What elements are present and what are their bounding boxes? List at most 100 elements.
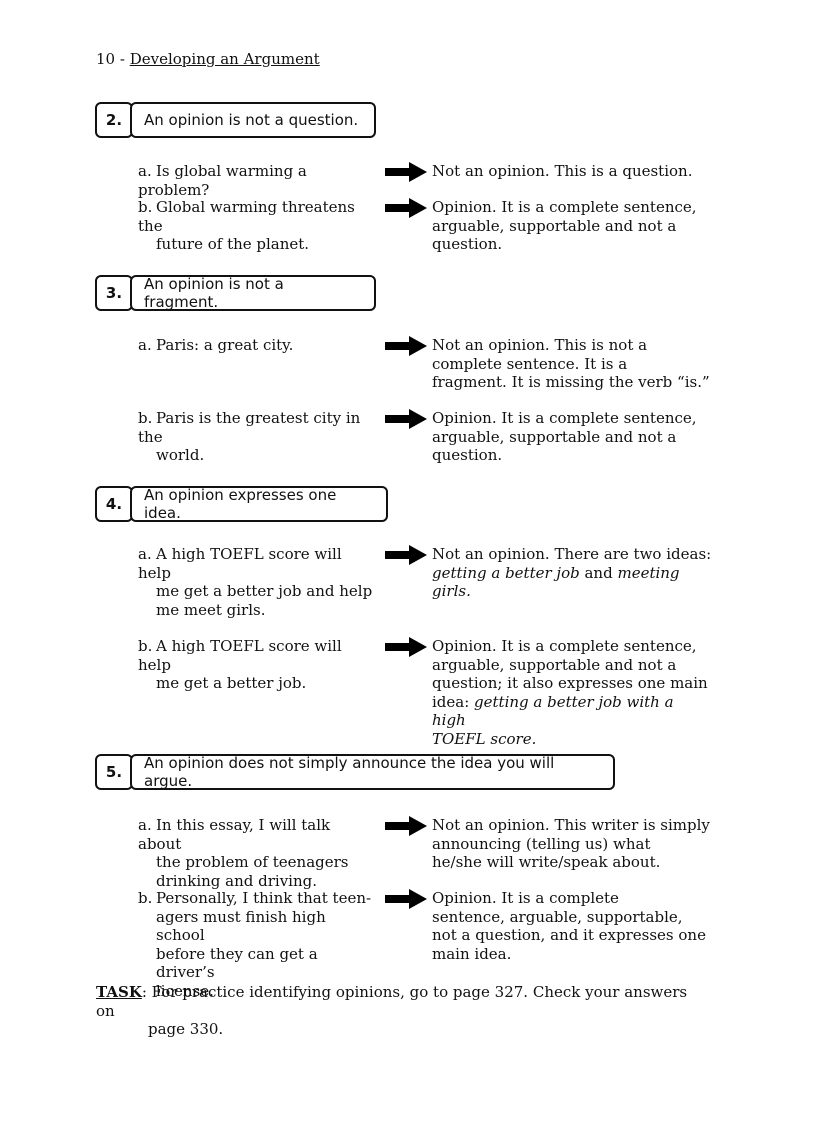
example-right: Not an opinion. This is a question.	[432, 162, 712, 181]
rule-text: An opinion does not simply announce the …	[130, 754, 615, 790]
explanation-line: announcing (telling us) what	[432, 834, 651, 853]
explanation-line: sentence, arguable, supportable,	[432, 907, 683, 926]
task-text: : For practice identifying opinions, go …	[96, 983, 688, 1020]
page-title: Developing an Argument	[129, 50, 320, 68]
explanation-line: Not an opinion. There are two ideas:	[432, 545, 712, 563]
example-right: Opinion. It is a complete sentence, argu…	[432, 198, 712, 254]
example-text-line: Is global warming a problem?	[138, 162, 307, 199]
example-text-line: drinking and driving.	[156, 871, 317, 890]
right-arrow-icon	[385, 198, 427, 218]
rule-box-4: 4. An opinion expresses one idea.	[95, 486, 388, 522]
right-arrow-icon	[385, 637, 427, 657]
rule-text: An opinion is not a fragment.	[130, 275, 376, 311]
explanation-line: arguable, supportable and not a	[432, 427, 677, 446]
idea-prefix: idea:	[432, 692, 475, 711]
example-right: Not an opinion. This writer is simply an…	[432, 816, 712, 872]
rule-box-3: 3. An opinion is not a fragment.	[95, 275, 376, 311]
right-arrow-icon	[385, 162, 427, 182]
explanation-line: Opinion. It is a complete	[432, 889, 619, 907]
task-text-line2: page 330.	[148, 1020, 224, 1038]
explanation-line: idea: getting a better job with a high	[432, 693, 712, 730]
explanation-line: question.	[432, 235, 503, 253]
italic-phrase: girls.	[432, 582, 471, 600]
example-letter: b.	[138, 889, 153, 907]
right-arrow-icon	[385, 409, 427, 429]
italic-phrase: meeting	[617, 563, 680, 582]
example-text-line: before they can get a driver’s	[156, 944, 318, 982]
example-left: b.Paris is the greatest city in the worl…	[138, 409, 378, 465]
example-left: a.Paris: a great city.	[138, 336, 378, 355]
explanation-line: Not an opinion. This writer is simply	[432, 816, 710, 834]
rule-number: 2.	[95, 102, 133, 138]
italic-phrase: getting a better job	[432, 563, 580, 582]
explanation-line: complete sentence. It is a	[432, 354, 628, 373]
example-text-line: Personally, I think that teen-	[156, 889, 372, 907]
example-text-line: A high TOEFL score will help	[138, 637, 342, 674]
rule-box-5: 5. An opinion does not simply announce t…	[95, 754, 615, 790]
explanation-line: Not an opinion. This is not a	[432, 336, 648, 354]
example-text-line: A high TOEFL score will help	[138, 545, 342, 582]
example-right: Not an opinion. This is not a complete s…	[432, 336, 712, 392]
example-text-line: Paris is the greatest city in the	[138, 409, 361, 446]
example-text-line: world.	[156, 446, 205, 464]
explanation-line: Opinion. It is a complete sentence,	[432, 198, 697, 216]
explanation-line: question; it also expresses one main	[432, 674, 708, 692]
task-label: TASK	[96, 983, 142, 1001]
explanation-line: main idea.	[432, 944, 512, 963]
explanation-line: TOEFL score.	[432, 730, 712, 749]
example-left: b.Global warming threatens the future of…	[138, 198, 378, 254]
example-text-line: Global warming threatens the	[138, 198, 355, 235]
example-text-line: me get a better job and help	[156, 582, 373, 600]
example-text-line: Paris: a great city.	[156, 336, 294, 354]
example-left: a.In this essay, I will talk about the p…	[138, 816, 378, 890]
example-letter: a.	[138, 816, 152, 834]
explanation-line: girls.	[432, 582, 712, 601]
italic-phrase: getting a better job with a high	[432, 692, 674, 730]
example-left: b.A high TOEFL score will help me get a …	[138, 637, 378, 693]
explanation-line: arguable, supportable and not a	[432, 216, 677, 235]
explanation-line: he/she will write/speak about.	[432, 853, 661, 871]
page-number: 10 -	[96, 50, 125, 68]
example-text-line: the problem of teenagers	[156, 853, 349, 871]
example-right: Not an opinion. There are two ideas: get…	[432, 545, 712, 601]
right-arrow-icon	[385, 545, 427, 565]
right-arrow-icon	[385, 336, 427, 356]
explanation-line: question.	[432, 446, 503, 464]
right-arrow-icon	[385, 889, 427, 909]
right-arrow-icon	[385, 816, 427, 836]
explanation-line: fragment. It is missing the verb “is.”	[432, 373, 710, 391]
example-letter: a.	[138, 545, 152, 563]
example-text-line: me meet girls.	[156, 600, 266, 619]
example-text-line: license.	[156, 981, 214, 1000]
example-letter: b.	[138, 409, 153, 427]
example-left: a.Is global warming a problem?	[138, 162, 378, 199]
explanation-line: Opinion. It is a complete sentence,	[432, 409, 697, 427]
example-text-line: agers must finish high school	[156, 907, 326, 945]
explanation-line: Opinion. It is a complete sentence,	[432, 637, 697, 655]
example-right: Opinion. It is a complete sentence, argu…	[432, 637, 712, 748]
explanation-line: Not an opinion. This is a question.	[432, 162, 693, 180]
example-right: Opinion. It is a complete sentence, argu…	[432, 409, 712, 465]
example-letter: b.	[138, 637, 153, 655]
example-left: a.A high TOEFL score will help me get a …	[138, 545, 378, 619]
rule-number: 4.	[95, 486, 133, 522]
rule-number: 3.	[95, 275, 133, 311]
example-letter: a.	[138, 336, 152, 354]
rule-number: 5.	[95, 754, 133, 790]
example-right: Opinion. It is a complete sentence, argu…	[432, 889, 712, 963]
example-letter: a.	[138, 162, 152, 180]
page-header: 10 - Developing an Argument	[96, 50, 320, 68]
example-letter: b.	[138, 198, 153, 216]
example-text-line: me get a better job.	[156, 674, 307, 692]
conjunction: and	[579, 563, 618, 582]
example-left: b.Personally, I think that teen- agers m…	[138, 889, 378, 1000]
rule-box-2: 2. An opinion is not a question.	[95, 102, 376, 138]
example-text-line: In this essay, I will talk about	[138, 816, 331, 853]
explanation-line: getting a better job and meeting	[432, 564, 712, 583]
explanation-line: not a question, and it expresses one	[432, 926, 706, 944]
explanation-line: arguable, supportable and not a	[432, 655, 677, 674]
example-text-line: future of the planet.	[156, 235, 310, 253]
rule-text: An opinion expresses one idea.	[130, 486, 388, 522]
rule-text: An opinion is not a question.	[130, 102, 376, 138]
task-note: TASK: For practice identifying opinions,…	[96, 983, 696, 1039]
